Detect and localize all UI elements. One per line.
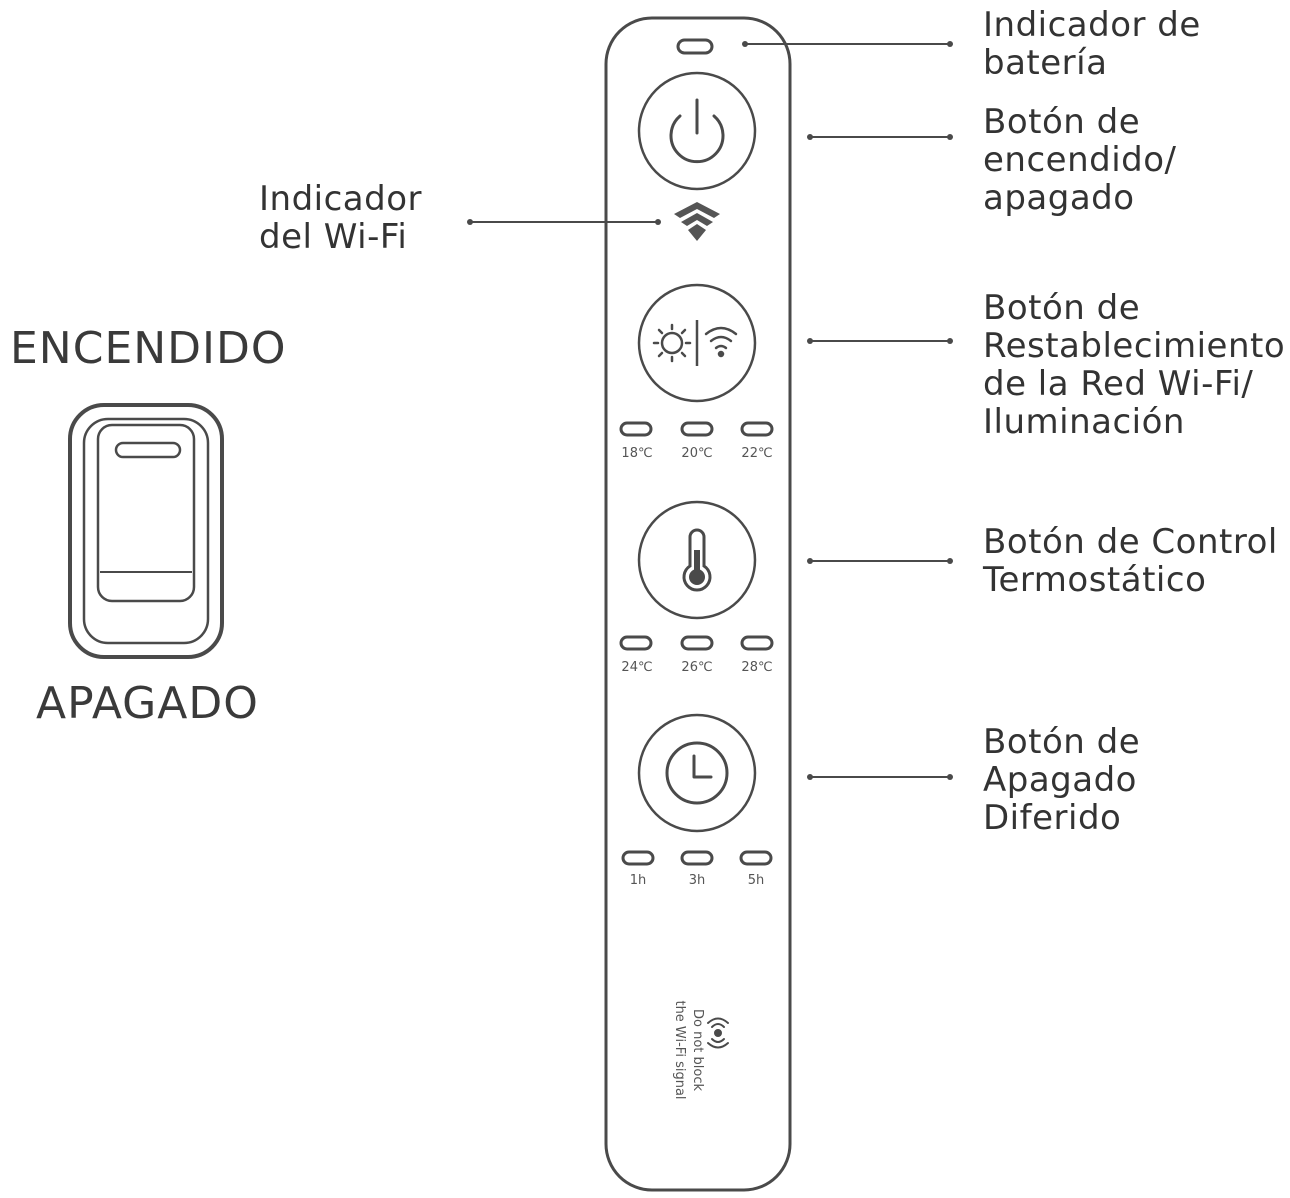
thermostat-button	[637, 500, 757, 620]
callout-battery-line-1: Indicador de	[983, 5, 1201, 45]
temp-led-row-1	[619, 421, 774, 437]
temp-label-24: 24℃	[621, 660, 652, 675]
temp-label-18: 18℃	[621, 446, 652, 461]
power-icon	[669, 98, 725, 164]
timer-label-3h: 3h	[689, 873, 706, 888]
callout-timer-line-1: Botón de	[983, 722, 1141, 762]
callout-power: Botón de encendido/ apagado	[983, 103, 1177, 217]
timer-button	[637, 713, 757, 833]
callout-thermo: Botón de Control Termostático	[983, 523, 1278, 599]
rocker-switch	[68, 403, 224, 659]
temp-label-20: 20℃	[681, 446, 712, 461]
callout-reset-line-3: de la Red Wi-Fi/	[983, 364, 1254, 404]
switch-on-label: ENCENDIDO	[10, 323, 287, 374]
switch-off-label: APAGADO	[36, 678, 259, 729]
temp-label-28: 28℃	[741, 660, 772, 675]
temp-labels-row-1: 18℃ 20℃ 22℃	[621, 446, 772, 461]
callout-power-line-2: encendido/	[983, 140, 1177, 180]
callout-reset: Botón de Restablecimiento de la Red Wi-F…	[983, 289, 1285, 441]
timer-label-5h: 5h	[748, 873, 765, 888]
timer-label-1h: 1h	[630, 873, 647, 888]
reset-light-button	[637, 283, 757, 403]
warning-line-2: the Wi-Fi signal	[672, 1000, 687, 1099]
callout-power-line-3: apagado	[983, 178, 1135, 218]
temp-label-26: 26℃	[681, 660, 712, 675]
leader-lines	[470, 43, 950, 778]
callout-timer-line-3: Diferido	[983, 798, 1122, 838]
wifi-icon	[704, 326, 738, 358]
callout-reset-line-4: Iluminación	[983, 402, 1185, 442]
temp-labels-row-2: 24℃ 26℃ 28℃	[621, 660, 772, 675]
callout-wifi-line-1: Indicador	[259, 179, 422, 219]
callout-timer-line-2: Apagado	[983, 760, 1137, 800]
timer-labels: 1h 3h 5h	[630, 873, 765, 888]
wifi-indicator-icon	[674, 202, 720, 241]
signal-icon	[707, 1017, 729, 1049]
callout-battery: Indicador de batería	[983, 6, 1201, 82]
temp-label-22: 22℃	[741, 446, 772, 461]
callout-timer: Botón de Apagado Diferido	[983, 723, 1140, 837]
callout-thermo-line-1: Botón de Control	[983, 522, 1278, 562]
clock-icon	[665, 741, 729, 805]
control-panel	[604, 16, 792, 1192]
sun-icon	[652, 323, 692, 363]
thermometer-icon	[682, 528, 712, 592]
callout-power-line-1: Botón de	[983, 102, 1141, 142]
timer-led-row	[621, 850, 773, 866]
power-button	[637, 71, 757, 191]
leader-dots	[467, 41, 953, 780]
callout-battery-line-2: batería	[983, 43, 1108, 83]
callout-reset-line-2: Restablecimiento	[983, 326, 1286, 366]
callout-wifi: Indicador del Wi-Fi	[259, 180, 422, 256]
warning-line-1: Do not block	[690, 1009, 705, 1091]
signal-warning: Do not block the Wi-Fi signal	[672, 1000, 705, 1099]
battery-indicator-led	[676, 38, 714, 55]
callout-reset-line-1: Botón de	[983, 288, 1141, 328]
callout-wifi-line-2: del Wi-Fi	[259, 217, 408, 257]
temp-led-row-2	[619, 635, 774, 651]
callout-thermo-line-2: Termostático	[983, 560, 1207, 600]
